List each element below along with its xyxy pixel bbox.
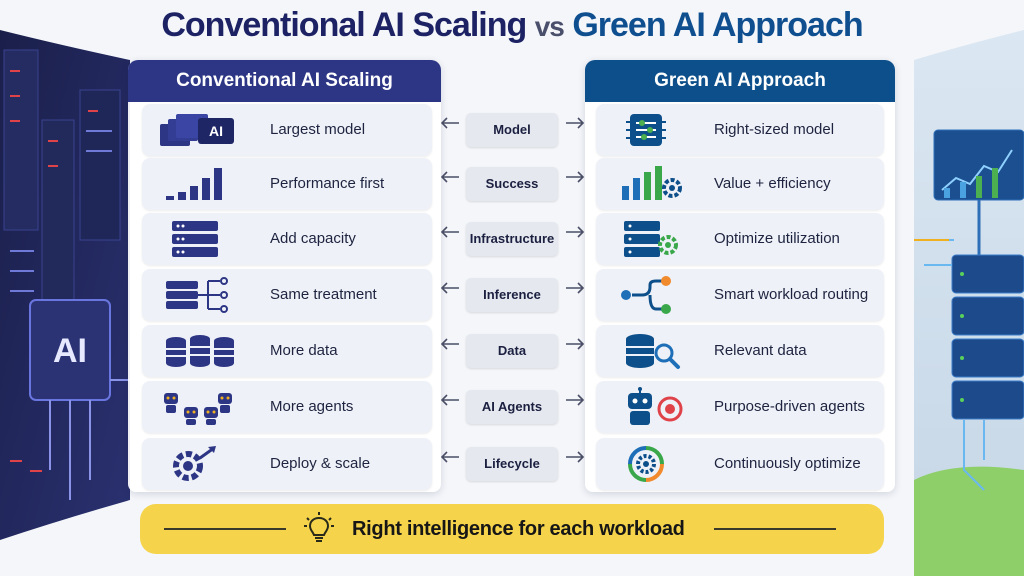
- title-conventional: Conventional AI Scaling: [161, 6, 527, 44]
- green-header: Green AI Approach: [585, 60, 895, 102]
- arrow-left-icon: [440, 338, 459, 350]
- green-row-success: Value + efficiency: [596, 158, 884, 210]
- green-label: Value + efficiency: [714, 175, 831, 192]
- banner-rule-right: [714, 528, 836, 530]
- arrow-right-icon: [566, 282, 585, 294]
- lightbulb-icon: [304, 512, 334, 542]
- dimension-data: Data: [466, 334, 558, 368]
- conventional-label: Deploy & scale: [270, 455, 371, 472]
- conventional-label: More agents: [270, 398, 354, 415]
- conventional-header: Conventional AI Scaling: [128, 60, 441, 102]
- server-fanout-icon: [166, 277, 228, 313]
- green-row-agents: Purpose-driven agents: [596, 381, 884, 433]
- dimension-infrastructure: Infrastructure: [466, 222, 558, 256]
- server-stack-icon: [172, 221, 218, 257]
- routing-icon: [621, 276, 671, 314]
- conventional-label: More data: [270, 342, 338, 359]
- green-label: Continuously optimize: [714, 455, 861, 472]
- conventional-label: Performance first: [270, 175, 385, 192]
- arrow-right-icon: [566, 226, 585, 238]
- robot-group-icon: [164, 393, 232, 425]
- conventional-row-inference: Same treatment: [142, 269, 432, 321]
- green-label: Optimize utilization: [714, 230, 840, 247]
- database-search-icon: [626, 334, 680, 369]
- dimension-model: Model: [466, 113, 558, 147]
- green-label: Purpose-driven agents: [714, 398, 865, 415]
- green-row-data: Relevant data: [596, 325, 884, 377]
- robot-target-icon: [628, 387, 683, 425]
- left-ai-chip-label: AI: [53, 332, 87, 370]
- right-datacenter-illustration: [914, 30, 1024, 576]
- dimension-agents: AI Agents: [466, 390, 558, 424]
- conventional-row-infrastructure: Add capacity: [142, 213, 432, 265]
- arrow-right-icon: [566, 451, 585, 463]
- dimension-success: Success: [466, 167, 558, 201]
- conventional-row-success: Performance first: [142, 158, 432, 210]
- green-label: Right-sized model: [714, 121, 835, 138]
- arrow-left-icon: [440, 117, 459, 129]
- dimension-inference: Inference: [466, 278, 558, 312]
- green-label: Relevant data: [714, 342, 807, 359]
- arrow-left-icon: [440, 394, 459, 406]
- green-row-model: Right-sized model: [596, 104, 884, 156]
- banner-text: Right intelligence for each workload: [352, 518, 685, 540]
- title-green: Green AI Approach: [572, 6, 863, 44]
- arrow-left-icon: [440, 171, 459, 183]
- database-group-icon: [166, 335, 234, 367]
- green-row-inference: Smart workload routing: [596, 269, 884, 321]
- chip-tuning-icon: [626, 114, 666, 146]
- conventional-row-agents: More agents: [142, 381, 432, 433]
- green-row-lifecycle: Continuously optimize: [596, 438, 884, 490]
- conventional-label: Largest model: [270, 121, 366, 138]
- conventional-row-lifecycle: Deploy & scale: [142, 438, 432, 490]
- bars-gear-icon: [622, 166, 682, 200]
- summary-banner: Right intelligence for each workload: [140, 504, 884, 554]
- left-datacenter-illustration: AI: [0, 30, 130, 540]
- green-label: Smart workload routing: [714, 286, 869, 303]
- arrow-left-icon: [440, 451, 459, 463]
- svg-text:AI: AI: [209, 123, 223, 139]
- server-gear-icon: [624, 221, 678, 257]
- main-title: Conventional AI Scaling vs Green AI Appr…: [0, 6, 1024, 45]
- conventional-label: Same treatment: [270, 286, 377, 303]
- conventional-row-model: AI Largest model: [142, 104, 432, 156]
- conventional-row-data: More data: [142, 325, 432, 377]
- arrow-right-icon: [566, 171, 585, 183]
- arrow-right-icon: [566, 394, 585, 406]
- ai-stack-icon: AI: [160, 114, 234, 146]
- green-row-infrastructure: Optimize utilization: [596, 213, 884, 265]
- bar-growth-icon: [166, 168, 222, 200]
- gear-cycle-icon: [628, 446, 664, 482]
- arrow-right-icon: [566, 338, 585, 350]
- title-vs: vs: [534, 11, 565, 42]
- arrow-right-icon: [566, 117, 585, 129]
- arrow-left-icon: [440, 282, 459, 294]
- conventional-label: Add capacity: [270, 230, 356, 247]
- banner-rule-left: [164, 528, 286, 530]
- dimension-lifecycle: Lifecycle: [466, 447, 558, 481]
- gear-arrow-icon: [173, 446, 216, 481]
- arrow-left-icon: [440, 226, 459, 238]
